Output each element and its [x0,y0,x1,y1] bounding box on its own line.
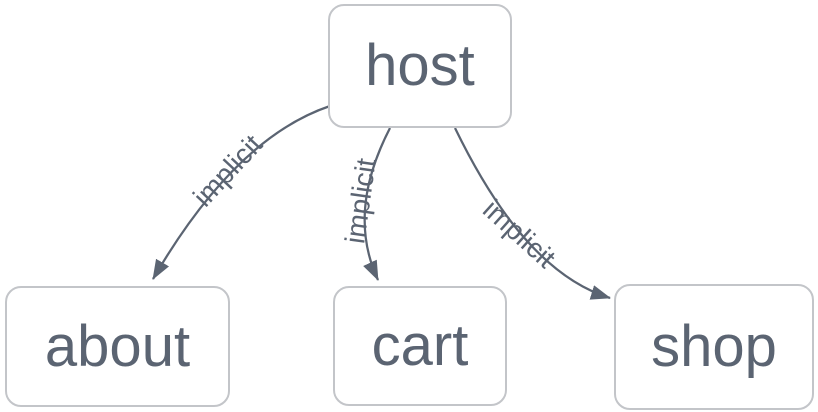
node-cart: cart [333,286,507,406]
node-shop: shop [614,284,814,410]
edge-host-about [152,104,331,280]
node-about: about [5,286,230,407]
node-host: host [328,4,512,128]
edge-host-shop [453,127,611,300]
edge-host-cart [363,127,392,281]
